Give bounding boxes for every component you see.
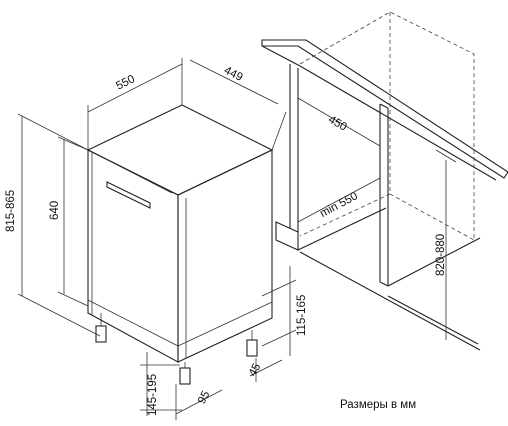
width-label: 550 <box>114 73 137 92</box>
dim-plinth: 115-165 <box>261 266 308 356</box>
dim-leg-range: 145-195 <box>140 352 182 416</box>
countertop <box>261 39 508 179</box>
front-face <box>87 149 179 363</box>
top-face <box>86 104 274 196</box>
dim-line <box>175 389 223 415</box>
ext-line <box>271 111 287 151</box>
ext-line <box>57 291 89 307</box>
door-top-edge <box>95 153 173 194</box>
plinth-line-side <box>177 301 273 347</box>
ext-line <box>261 279 297 297</box>
dim-total-height: 815-865 <box>5 113 101 337</box>
ext-line <box>435 149 457 163</box>
dim-door-height: 640 <box>49 136 89 307</box>
floor-front-line <box>299 251 481 351</box>
plinth-label: 115-165 <box>296 295 308 336</box>
dim-line <box>189 59 279 105</box>
ext-line <box>17 293 101 337</box>
front-left-leg <box>95 325 107 343</box>
depth-label: 449 <box>222 65 245 84</box>
dim-niche-width: min 550 <box>297 177 381 223</box>
ext-line <box>261 329 297 347</box>
niche-floor-left <box>299 193 391 237</box>
leg-range-label: 145-195 <box>147 374 159 416</box>
rear-right-leg <box>246 339 258 357</box>
ext-line <box>17 113 89 151</box>
ext-line <box>57 136 89 151</box>
niche-floor-back <box>389 193 475 241</box>
right-cabinet-base <box>387 237 481 287</box>
dim-plinth-offset: 45 <box>247 358 283 382</box>
floor-right-line <box>387 295 479 345</box>
plinth-offset-label: 45 <box>247 362 264 379</box>
leg-offset-label: 95 <box>196 389 213 406</box>
niche-height-label: 820-880 <box>435 234 447 276</box>
total-height-label: 815-865 <box>5 190 17 232</box>
door-handle <box>106 181 151 209</box>
niche-width-label: min 550 <box>318 190 360 220</box>
front-right-leg <box>179 367 191 385</box>
dishwasher-body <box>86 104 274 385</box>
countertop-edge <box>261 45 301 67</box>
niche-drawing <box>261 11 508 351</box>
side-face <box>177 149 273 363</box>
dim-niche-height: 820-880 <box>435 149 457 340</box>
dim-line <box>297 97 381 147</box>
plinth-line <box>87 299 179 347</box>
right-cabinet-top <box>379 103 389 109</box>
door-height-label: 640 <box>49 201 61 220</box>
dim-line <box>87 63 183 113</box>
dim-leg-offset: 95 <box>175 384 223 420</box>
dim-line <box>297 177 381 223</box>
niche-back-outline <box>299 11 475 240</box>
right-cabinet-corner <box>379 281 389 287</box>
dim-line <box>249 359 283 377</box>
floor-line-back <box>297 207 387 251</box>
left-cabinet-base <box>275 221 299 251</box>
dim-depth: 449 <box>189 59 287 151</box>
units-caption: Размеры в мм <box>340 399 416 411</box>
dim-width: 550 <box>87 58 183 150</box>
countertop-front <box>299 65 497 181</box>
niche-depth-label: 450 <box>326 114 349 134</box>
